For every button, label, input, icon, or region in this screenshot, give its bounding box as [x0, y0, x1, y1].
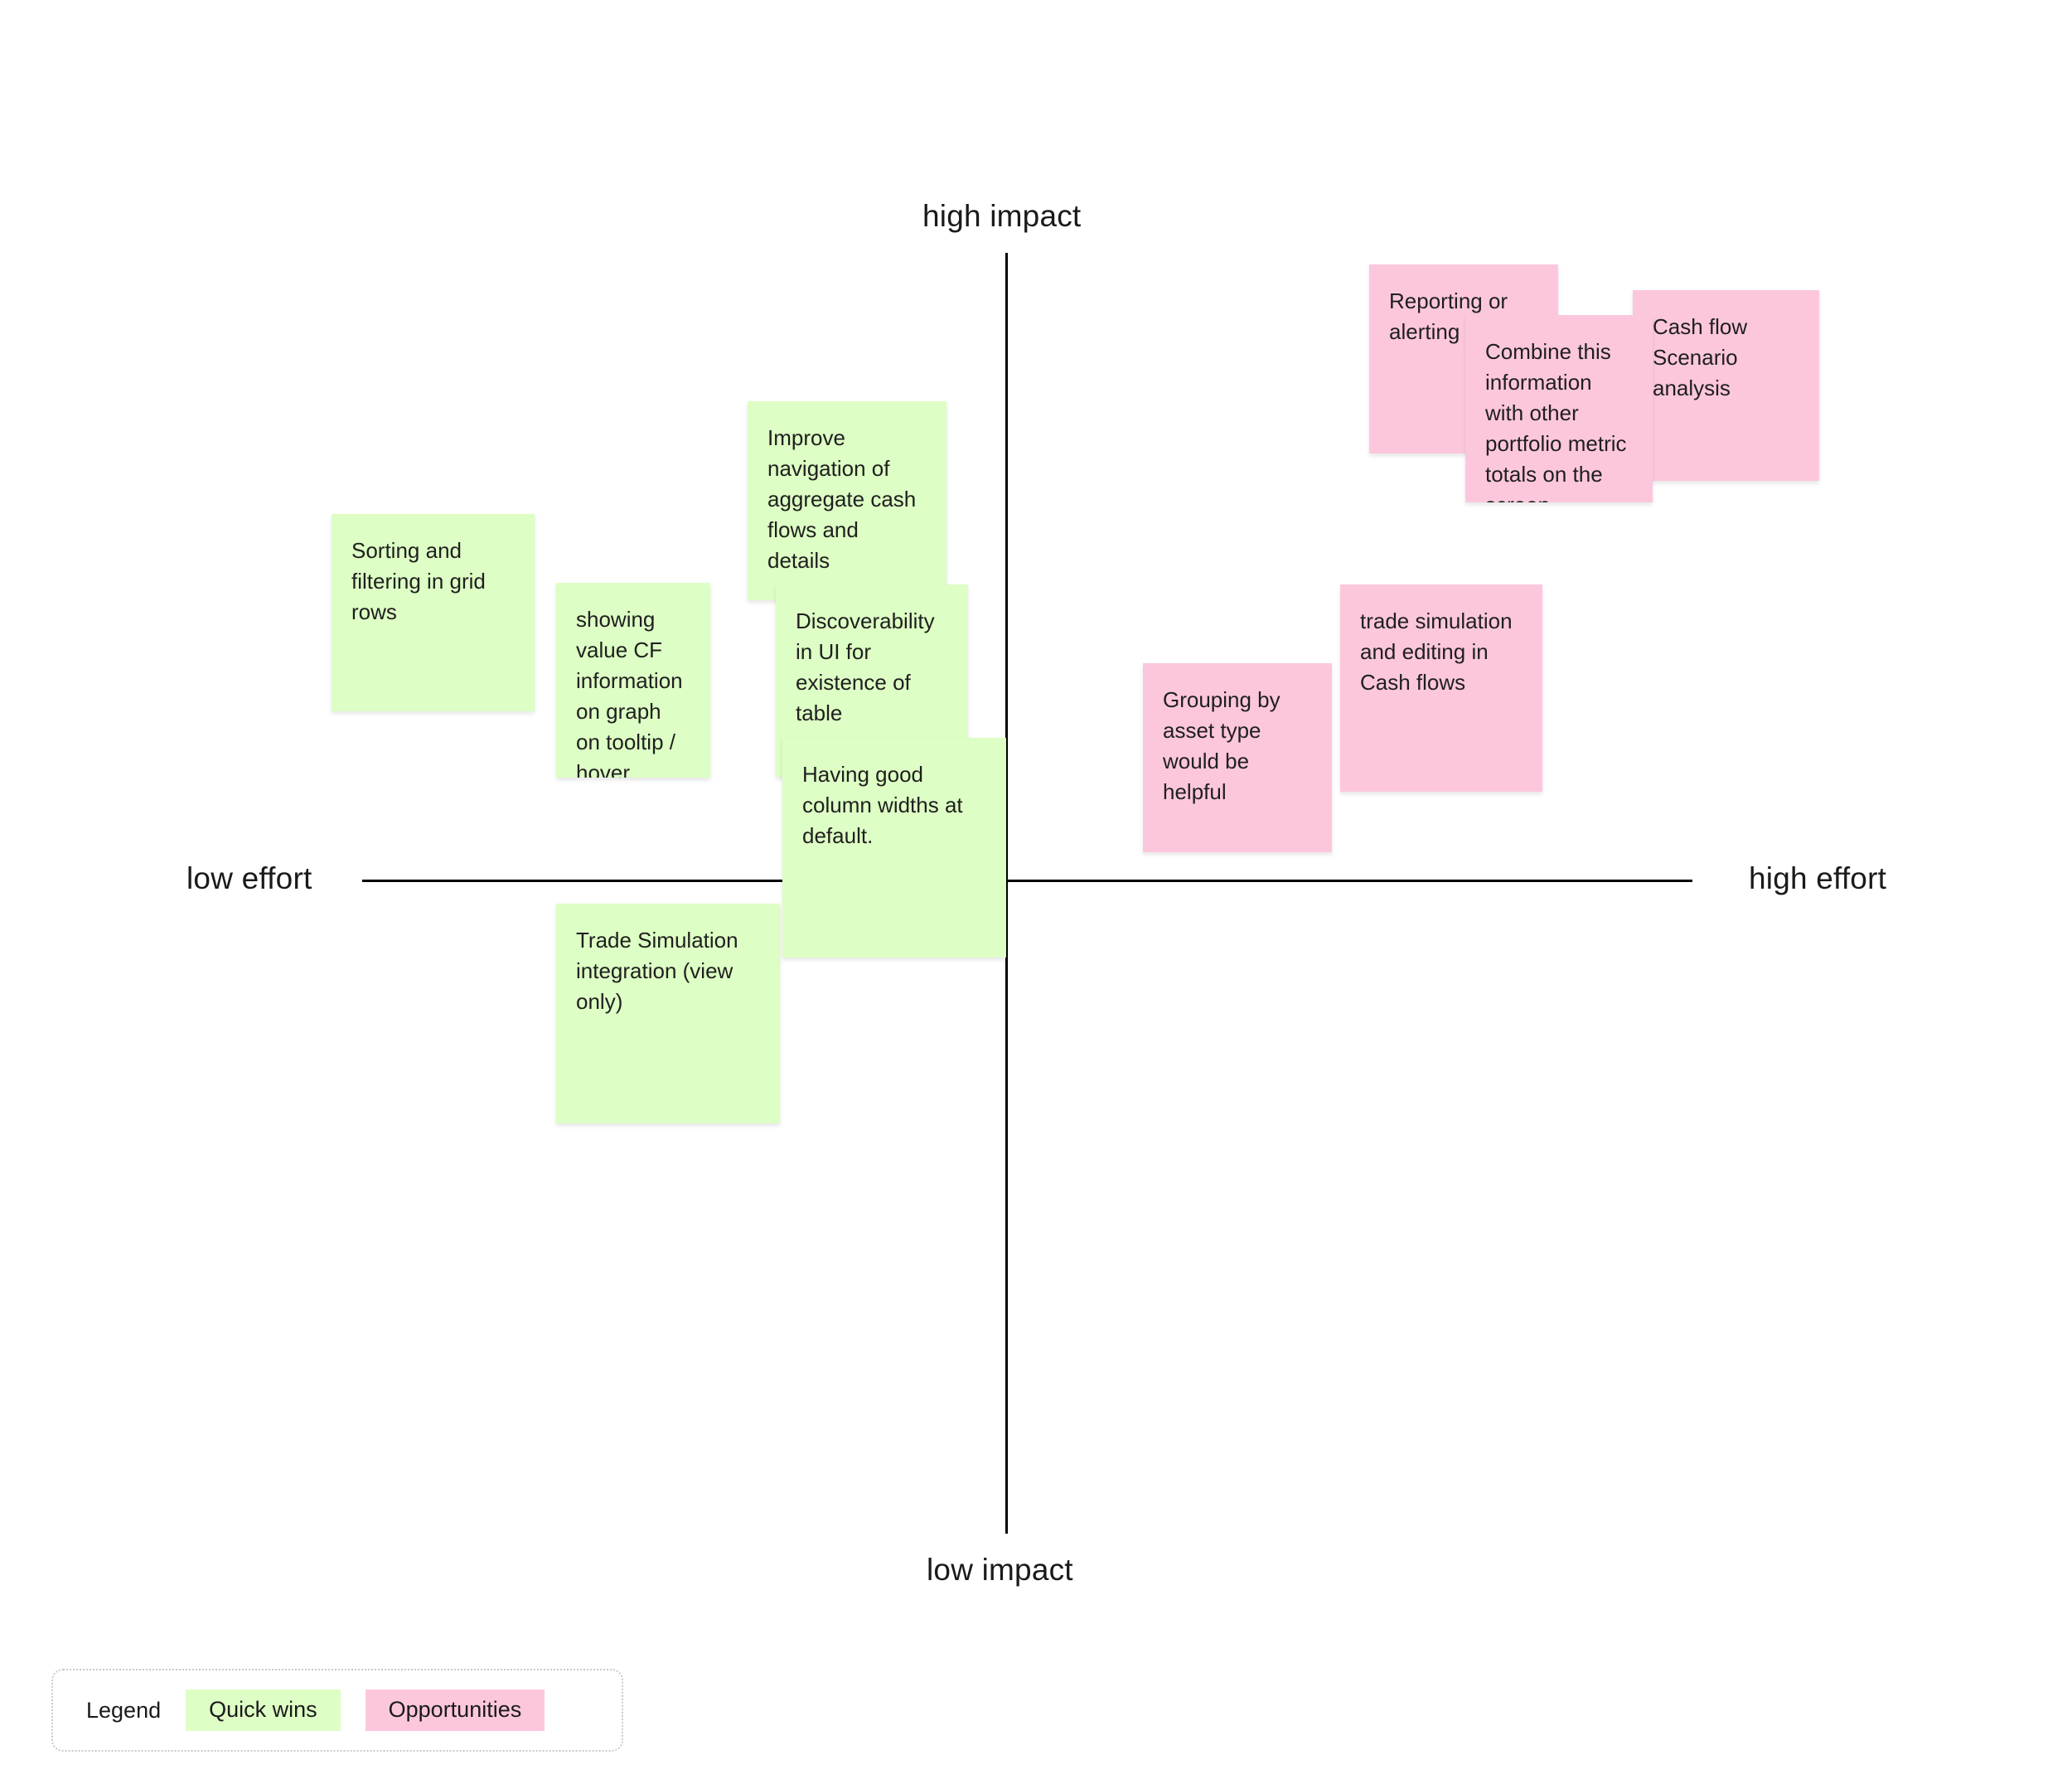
sticky-note[interactable]: showing value CF information on graph on… [556, 583, 710, 778]
sticky-note[interactable]: Combine this information with other port… [1465, 315, 1653, 502]
legend-title: Legend [86, 1697, 162, 1723]
legend: Legend Quick wins Opportunities [51, 1669, 623, 1752]
axis-label-low-impact: low impact [927, 1553, 1073, 1587]
legend-chip-opportunities[interactable]: Opportunities [365, 1690, 545, 1731]
sticky-note[interactable]: Having good column widths at default. [782, 738, 1006, 958]
sticky-note[interactable]: Cash flow Scenario analysis [1633, 290, 1819, 481]
impact-axis-line [1005, 253, 1008, 1534]
axis-label-low-effort: low effort [186, 861, 312, 895]
legend-chip-quick-wins[interactable]: Quick wins [186, 1690, 341, 1731]
sticky-note[interactable]: Trade Simulation integration (view only) [556, 904, 780, 1123]
effort-axis-line [362, 880, 1692, 882]
sticky-note[interactable]: trade simulation and editing in Cash flo… [1340, 584, 1542, 792]
axis-label-high-impact: high impact [922, 199, 1082, 233]
sticky-note[interactable]: Grouping by asset type would be helpful [1143, 663, 1332, 852]
sticky-note[interactable]: Sorting and filtering in grid rows [332, 514, 535, 711]
sticky-note[interactable]: Improve navigation of aggregate cash flo… [748, 401, 946, 600]
axis-label-high-effort: high effort [1749, 861, 1887, 895]
